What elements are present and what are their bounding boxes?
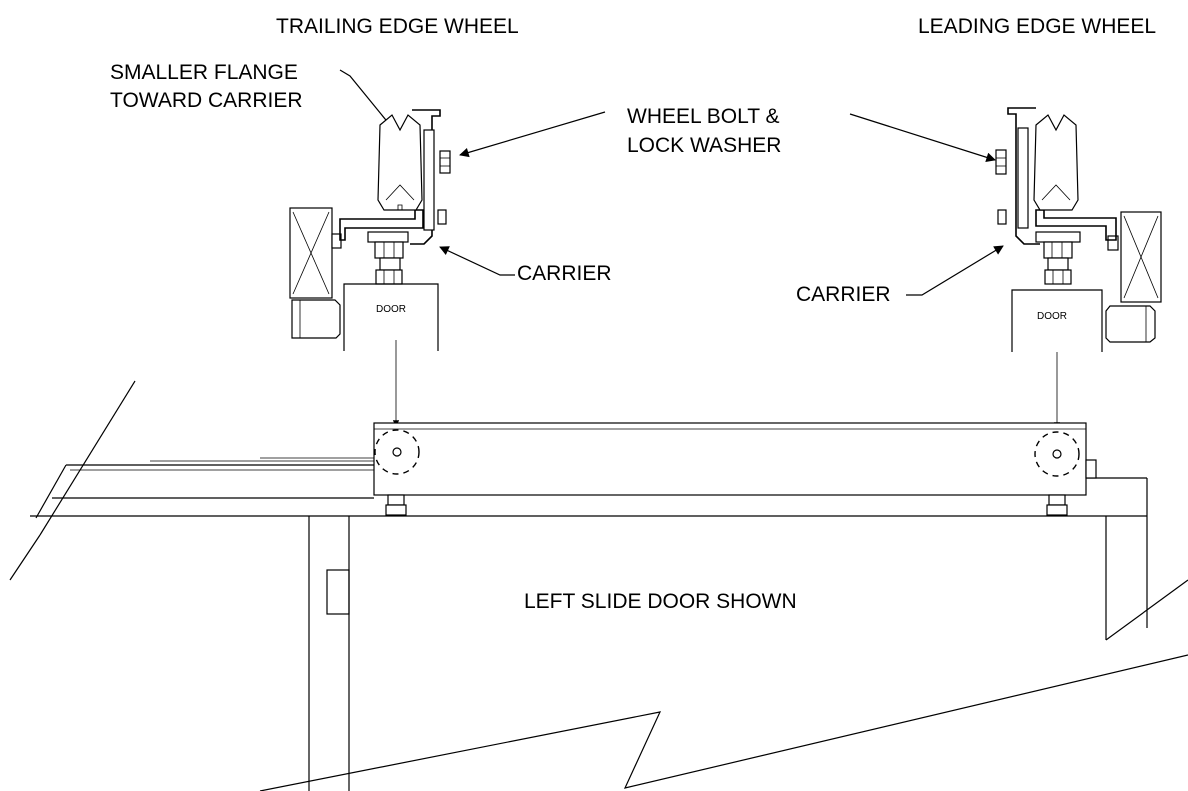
leader-lines (339, 69, 1004, 296)
nut-right (1043, 241, 1073, 259)
vertical-bracket-left (410, 109, 441, 245)
leading-wheel (1033, 114, 1079, 211)
wheel-bolt-label-line2: LOCK WASHER (627, 134, 781, 157)
washer-right (1035, 231, 1081, 243)
bottom-block-left (291, 299, 341, 339)
carrier-label-left: CARRIER (517, 262, 612, 285)
washer-left (367, 231, 409, 243)
carrier-label-right: CARRIER (796, 283, 891, 306)
wheel-bolt-right (995, 149, 1007, 175)
leading-wheel-position (1034, 431, 1080, 477)
leading-edge-wheel-title: LEADING EDGE WHEEL (918, 15, 1156, 38)
trailing-edge-wheel-title: TRAILING EDGE WHEEL (276, 15, 519, 38)
left-slide-door-shown-label: LEFT SLIDE DOOR SHOWN (524, 590, 797, 613)
door-top-left (343, 283, 439, 351)
carrier-leader-left (439, 246, 515, 276)
door-label-left: DOOR (376, 304, 406, 315)
trailing-wheel-assembly: DOOR (289, 109, 451, 427)
vertical-bracket-right (1007, 107, 1040, 245)
track-and-door-view (9, 380, 1188, 791)
nut-left (374, 241, 404, 259)
door-label-right: DOOR (1037, 311, 1067, 322)
track-rail (373, 422, 1087, 496)
trailing-wheel (377, 114, 423, 211)
carrier-bracket-left (339, 209, 424, 241)
trailing-wheel-position (374, 429, 420, 475)
smaller-flange-label-line2: TOWARD CARRIER (110, 89, 303, 112)
carrier-leader-right (906, 245, 1004, 296)
bottom-block-right (1105, 305, 1156, 343)
wheel-bolt-leader-left (459, 111, 606, 158)
door-handle (326, 569, 350, 615)
break-line-top-left (39, 380, 136, 536)
carrier-bracket-right (1035, 209, 1117, 241)
leading-wheel-assembly: DOOR (995, 107, 1162, 429)
door-top-right (1011, 289, 1103, 352)
smaller-flange-label-line1: SMALLER FLANGE (110, 61, 298, 84)
break-line-bottom (259, 654, 1188, 791)
wheel-bolt-left (439, 150, 451, 174)
wheel-bolt-label-line1: WHEEL BOLT & (627, 105, 780, 128)
wheel-bolt-leader-right (849, 113, 996, 162)
